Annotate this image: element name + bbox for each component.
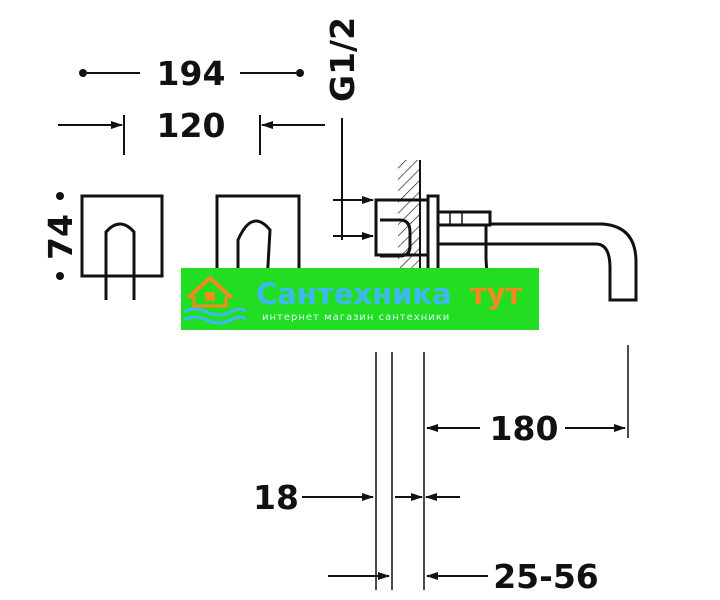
left-plate [80, 194, 164, 300]
dim-plate-thickness: 18 [253, 478, 460, 517]
thread-label: G1/2 [323, 17, 362, 102]
overall-width-label: 194 [157, 54, 226, 93]
spout [438, 222, 638, 302]
dim-thread: G1/2 [323, 17, 374, 240]
house-logo-icon [183, 275, 247, 325]
plate-spacing-label: 120 [157, 106, 226, 145]
plate-thickness-label: 18 [253, 478, 299, 517]
watermark-banner: Сантехника тут интернет магазин сантехни… [181, 268, 539, 330]
banner-title-main: Сантехника [256, 277, 452, 311]
banner-title: Сантехника тут [256, 277, 523, 311]
dim-plate-spacing: 120 [58, 106, 325, 155]
dim-spout-length: 180 [426, 409, 626, 448]
wall-range-label: 25-56 [493, 557, 599, 596]
spout-length-label: 180 [490, 409, 559, 448]
banner-title-accent: тут [470, 277, 523, 311]
dim-wall-range: 25-56 [328, 557, 599, 596]
extension-lines [375, 345, 629, 590]
banner-background [181, 268, 539, 330]
dim-overall-width: 194 [79, 54, 304, 93]
banner-subtitle: интернет магазин сантехники [262, 312, 450, 323]
dim-height: 74 [41, 192, 80, 280]
height-label: 74 [41, 214, 80, 260]
wall-section [398, 160, 421, 285]
